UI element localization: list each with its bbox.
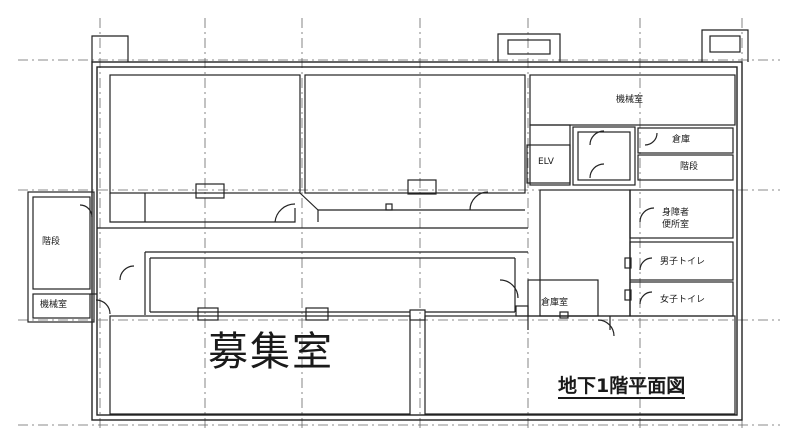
left-annex: [27, 191, 111, 323]
main-room-label: 募集室: [208, 329, 334, 375]
right-block: [526, 74, 736, 186]
stair-upper-right-label: 階段: [680, 162, 699, 172]
center-storage-label: 倉庫室: [541, 298, 569, 308]
machine-room-label: 機械室: [616, 95, 644, 105]
mens-toilet-label: 男子トイレ: [660, 257, 706, 267]
corridor: [97, 227, 528, 315]
toilet-block: [539, 189, 734, 317]
elevator-label: ELV: [538, 157, 554, 167]
small-room-left-label: 機械室: [40, 300, 68, 310]
outer-wall: [91, 61, 743, 421]
plan-title: 地下1階平面図: [558, 375, 686, 399]
storage-label: 倉庫: [672, 135, 691, 145]
upper-rooms: [109, 74, 526, 223]
center-storage: [515, 279, 615, 337]
womens-toilet-label: 女子トイレ: [660, 295, 706, 305]
accessible-toilet-label: 身障者 便所室: [662, 208, 690, 230]
stair-left-label: 階段: [42, 237, 61, 247]
